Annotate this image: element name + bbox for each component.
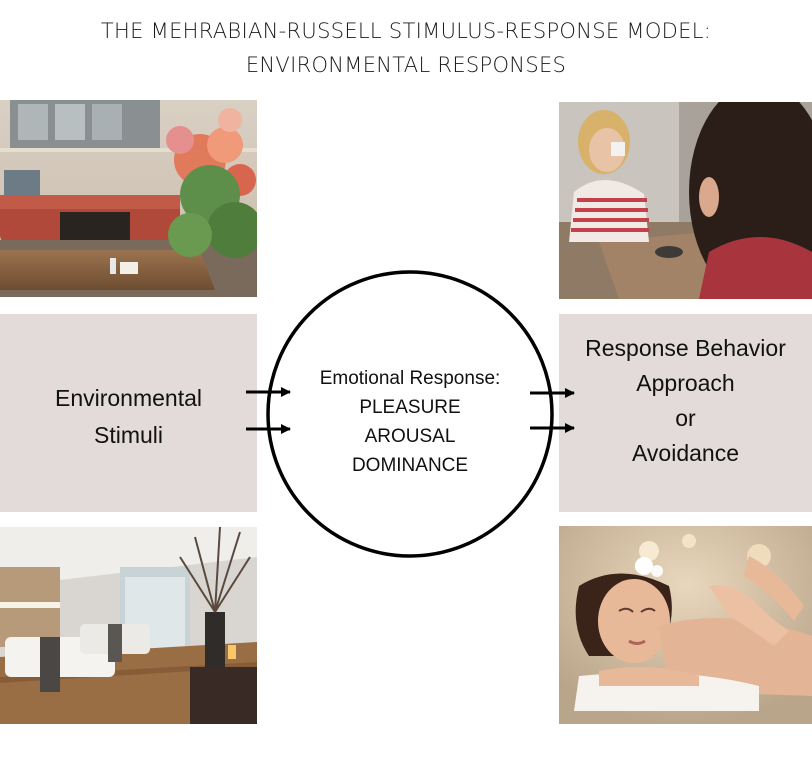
response-behavior-label: Response Behavior Approach or Avoidance <box>559 331 812 471</box>
emotion-pleasure: PLEASURE <box>359 397 461 418</box>
response-approach: Approach <box>636 370 735 396</box>
response-heading: Response Behavior <box>585 335 786 361</box>
emotion-dominance: DOMINANCE <box>351 455 469 476</box>
massage-photo <box>559 526 812 724</box>
stimuli-line-2: Stimuli <box>93 422 163 448</box>
cafe-interior-photo <box>0 100 257 297</box>
spa-room-photo <box>0 527 257 724</box>
diagram-title: THE MEHRABIAN-RUSSELL STIMULUS-RESPONSE … <box>0 14 812 82</box>
emotional-response-circle <box>246 270 575 558</box>
stimuli-line-1: Environmental <box>54 385 203 411</box>
woman-coffee-photo <box>559 102 812 299</box>
environmental-stimuli-label: Environmental Stimuli <box>0 380 257 454</box>
response-avoidance: Avoidance <box>632 440 739 466</box>
emotional-response-text: Emotional Response: PLEASURE AROUSAL DOM… <box>270 364 550 480</box>
response-or: or <box>675 405 696 431</box>
response-circle <box>266 270 554 558</box>
title-line-1: THE MEHRABIAN-RUSSELL STIMULUS-RESPONSE … <box>100 19 712 43</box>
emotion-arousal: AROUSAL <box>364 426 456 447</box>
environmental-stimuli-panel: Environmental Stimuli <box>0 314 257 512</box>
emotional-response-heading: Emotional Response: <box>319 368 501 389</box>
title-line-2: ENVIRONMENTAL RESPONSES <box>245 53 567 77</box>
response-behavior-panel: Response Behavior Approach or Avoidance <box>559 314 812 512</box>
